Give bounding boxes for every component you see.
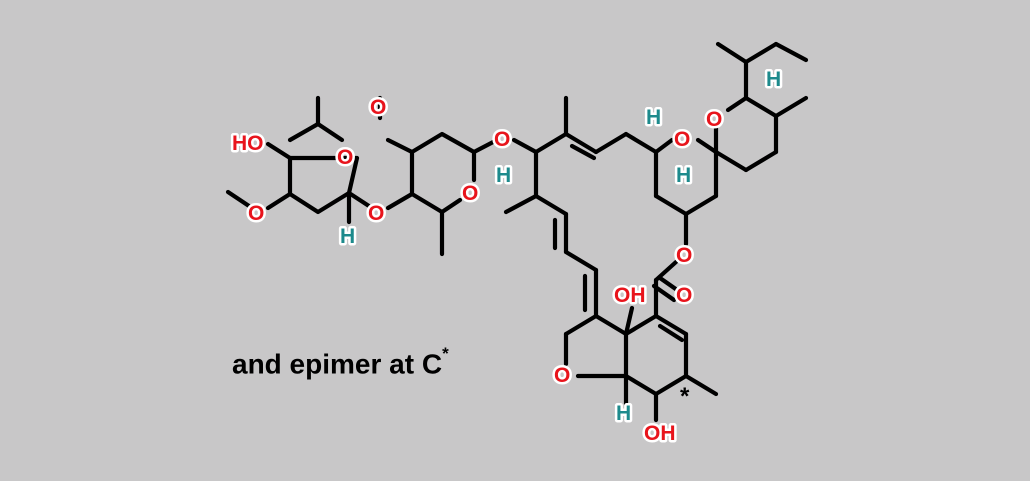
benzofuran-unit: [563, 305, 719, 423]
methoxy-oxygen-label: O: [248, 202, 264, 225]
epimer-caption: and epimer at C*: [232, 344, 449, 380]
hydrogen-label: H: [340, 225, 355, 248]
stereocenter-star: *: [680, 383, 690, 410]
pyran-oxygen-label: O: [674, 128, 690, 151]
methoxy-oxygen-label-2: O: [370, 96, 386, 119]
atom-labels: HO O O H O O O O H H O H O H O O OH O H …: [230, 66, 784, 448]
hydroxyl-label-2: OH: [614, 284, 646, 307]
carbonyl-oxygen-label: O: [676, 284, 692, 307]
ester-oxygen-label: O: [676, 244, 692, 267]
spiro-oxygen-label: O: [706, 108, 722, 131]
spiroketal: [713, 41, 809, 173]
hydrogen-label-6: H: [616, 402, 631, 425]
caption-superscript: *: [442, 344, 449, 363]
hydrogen-label-5: H: [766, 68, 781, 91]
hydrogen-label-3: H: [646, 106, 661, 129]
glycosidic-oxygen-label-2: O: [494, 128, 510, 151]
ring-oxygen-label-2: O: [462, 182, 478, 205]
furan-oxygen-label: O: [554, 364, 570, 387]
sugar-ring-2: [377, 95, 500, 257]
hydrogen-label-4: H: [676, 164, 691, 187]
hydroxyl-label-3: OH: [644, 422, 676, 445]
glycosidic-oxygen-label: O: [368, 202, 384, 225]
macrocycle: [503, 95, 719, 319]
hydroxyl-label: HO: [232, 132, 264, 155]
ring-oxygen-label: O: [337, 146, 353, 169]
caption-text: and epimer at C: [232, 348, 443, 380]
hydrogen-label-2: H: [496, 164, 511, 187]
sugar-ring-1: [225, 95, 375, 225]
